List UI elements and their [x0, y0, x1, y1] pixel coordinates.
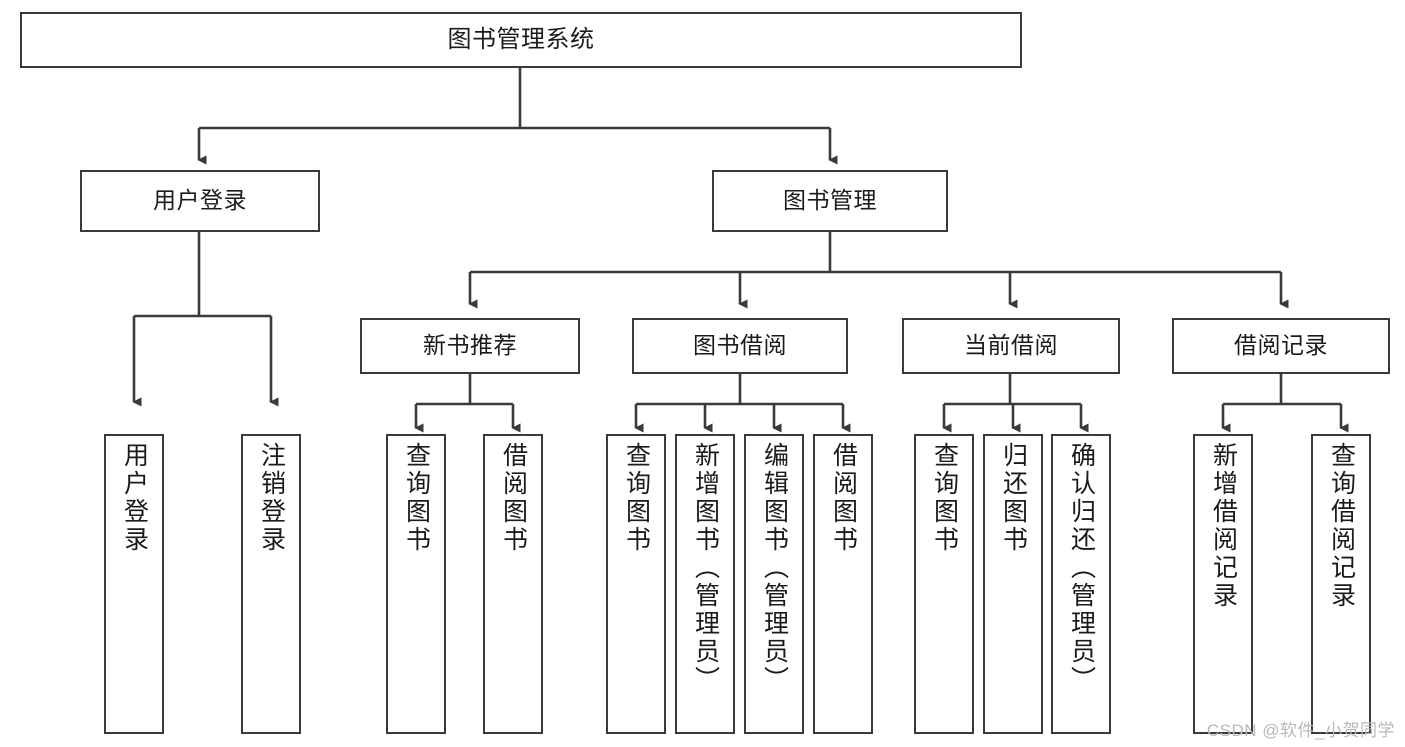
node-book-borrow[interactable]: 图书借阅: [632, 318, 848, 374]
node-new-book-recommend[interactable]: 新书推荐: [360, 318, 580, 374]
node-root-system[interactable]: 图书管理系统: [20, 12, 1022, 68]
node-label: 用户登录: [120, 442, 149, 554]
node-label: 图书管理系统: [447, 25, 595, 53]
leaf-new-book-borrow[interactable]: 借阅图书: [483, 434, 543, 734]
node-borrow-record[interactable]: 借阅记录: [1172, 318, 1390, 374]
leaf-book-borrow-add[interactable]: 新增图书（管理员）: [675, 434, 735, 734]
leaf-current-borrow-query[interactable]: 查询图书: [914, 434, 974, 734]
node-label: 查询借阅记录: [1327, 442, 1356, 610]
node-label: 当前借阅: [964, 332, 1058, 359]
leaf-new-book-query[interactable]: 查询图书: [386, 434, 446, 734]
node-current-borrow[interactable]: 当前借阅: [902, 318, 1120, 374]
leaf-current-borrow-confirm-return[interactable]: 确认归还（管理员）: [1051, 434, 1111, 734]
node-label: 查询图书: [622, 442, 651, 554]
leaf-book-borrow-borrow[interactable]: 借阅图书: [813, 434, 873, 734]
watermark: CSDN @软件_小贺同学: [1206, 721, 1395, 740]
leaf-book-borrow-query[interactable]: 查询图书: [606, 434, 666, 734]
node-user-login[interactable]: 用户登录: [80, 170, 320, 232]
node-label: 新书推荐: [423, 332, 517, 359]
leaf-book-borrow-edit[interactable]: 编辑图书（管理员）: [744, 434, 804, 734]
node-label: 图书借阅: [693, 332, 787, 359]
node-label: 注销登录: [257, 442, 286, 554]
leaf-borrow-record-add[interactable]: 新增借阅记录: [1193, 434, 1253, 734]
node-label: 编辑图书（管理员）: [760, 442, 789, 694]
node-label: 新增借阅记录: [1209, 442, 1238, 610]
node-label: 确认归还（管理员）: [1067, 442, 1096, 694]
node-label: 图书管理: [783, 187, 877, 214]
node-label: 查询图书: [402, 442, 431, 554]
leaf-current-borrow-return[interactable]: 归还图书: [983, 434, 1043, 734]
leaf-user-login-logout[interactable]: 注销登录: [241, 434, 301, 734]
node-label: 用户登录: [153, 187, 247, 214]
leaf-user-login-login[interactable]: 用户登录: [104, 434, 164, 734]
node-label: 新增图书（管理员）: [691, 442, 720, 694]
leaf-borrow-record-query[interactable]: 查询借阅记录: [1311, 434, 1371, 734]
node-book-management[interactable]: 图书管理: [712, 170, 948, 232]
node-label: 借阅图书: [829, 442, 858, 554]
node-label: 借阅记录: [1234, 332, 1328, 359]
node-label: 归还图书: [999, 442, 1028, 554]
node-label: 借阅图书: [499, 442, 528, 554]
node-label: 查询图书: [930, 442, 959, 554]
